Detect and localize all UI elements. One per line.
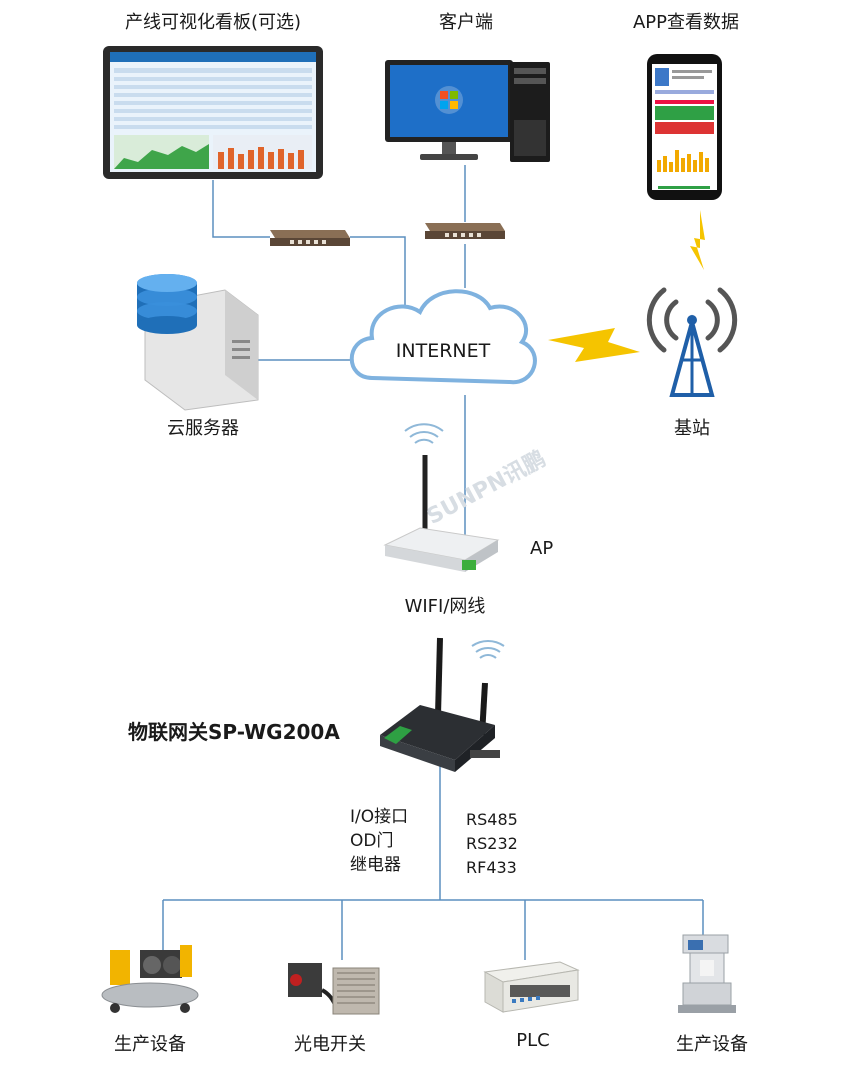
cloud-server-label: 云服务器	[167, 418, 239, 439]
internet-label: INTERNET	[395, 340, 491, 362]
ap-label: AP	[530, 538, 554, 559]
plc-icon	[483, 961, 580, 1013]
io-line: OD门	[350, 831, 394, 851]
kanban-monitor-icon	[103, 46, 323, 179]
app-label: APP查看数据	[632, 12, 740, 33]
smartphone-icon	[647, 54, 722, 200]
gateway-label: 物联网关SP-WG200A	[128, 720, 340, 744]
internet-cloud-icon	[349, 289, 537, 385]
base-station-label: 基站	[674, 418, 710, 439]
base-station-tower-icon	[646, 287, 738, 397]
client-label: 客户端	[439, 12, 493, 33]
lightning-bolt-icon	[548, 328, 640, 362]
device-label: PLC	[516, 1030, 550, 1051]
lightning-bolt-icon	[690, 210, 705, 270]
cloud-server-icon	[137, 274, 259, 411]
air-compressor-icon	[101, 945, 199, 1013]
device-label: 光电开关	[294, 1034, 366, 1055]
iot-gateway-icon	[380, 637, 500, 772]
network-switch-icon	[270, 230, 350, 246]
ap-router-icon	[383, 455, 500, 572]
device-label: 生产设备	[676, 1034, 748, 1055]
network-switch-icon	[425, 223, 505, 239]
connection-lines	[162, 165, 704, 960]
wifi-label: WIFI/网线	[404, 596, 486, 617]
press-machine-icon	[678, 934, 736, 1013]
photoelectric-switch-icon	[288, 963, 380, 1015]
serial-interface-list: RS485 RS232 RF433	[466, 808, 518, 880]
io-line: 继电器	[350, 855, 401, 875]
device-label: 生产设备	[114, 1034, 186, 1055]
io-line: I/O接口	[350, 807, 409, 827]
desktop-computer-icon	[385, 60, 550, 162]
wifi-signal-icon	[471, 639, 505, 659]
kanban-label: 产线可视化看板(可选)	[124, 12, 302, 33]
wifi-signal-icon	[404, 423, 444, 444]
io-interface-list: I/O接口 OD门 继电器	[350, 805, 408, 877]
serial-line: RF433	[466, 858, 517, 877]
serial-line: RS232	[466, 834, 518, 853]
serial-line: RS485	[466, 810, 518, 829]
